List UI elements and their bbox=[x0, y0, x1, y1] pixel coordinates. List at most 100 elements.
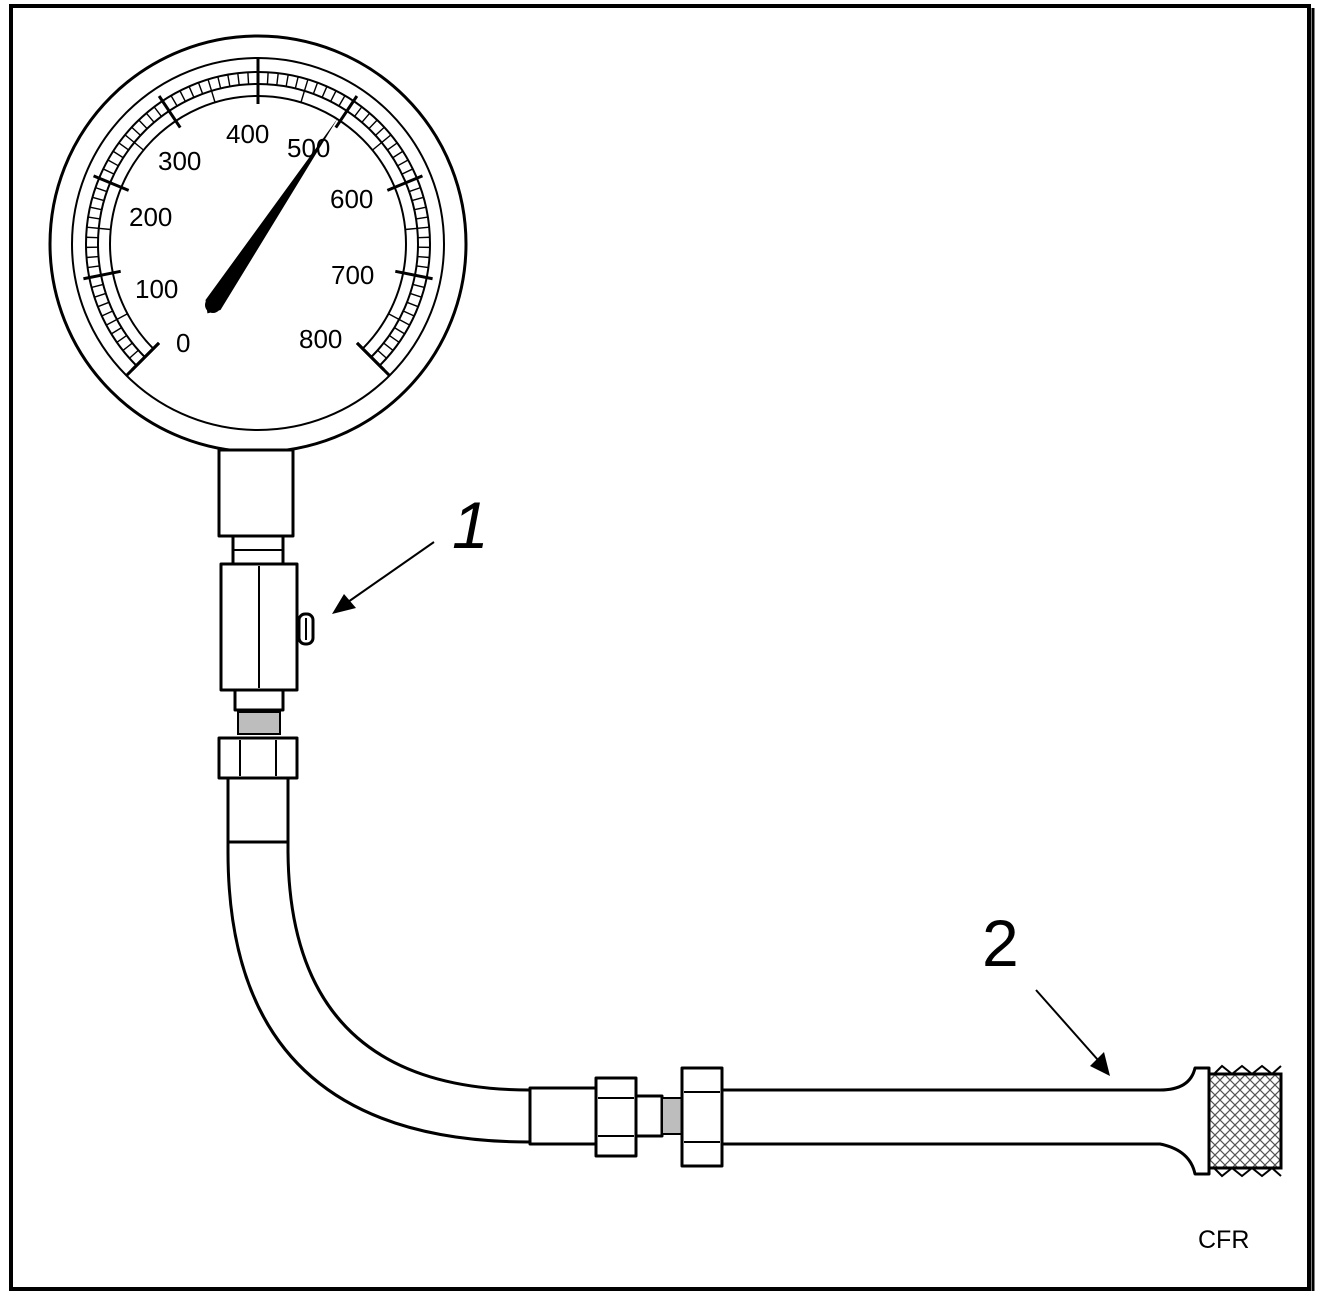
scale-tick-54 bbox=[375, 126, 385, 136]
scale-tick-28 bbox=[145, 112, 155, 123]
scale-tick-47 bbox=[321, 86, 328, 98]
scale-tick-50 bbox=[334, 95, 359, 129]
scale-tick-12 bbox=[86, 255, 99, 259]
scale-tick-60 bbox=[386, 174, 424, 192]
scale-tick-59 bbox=[401, 168, 414, 175]
callout-1: 1 bbox=[332, 488, 489, 614]
scale-tick-76 bbox=[394, 327, 406, 335]
scale-tick-79 bbox=[377, 349, 388, 359]
scale-tick-33 bbox=[188, 86, 195, 98]
gauge-stem-fittings bbox=[217, 448, 315, 844]
nipple-fitting bbox=[233, 688, 285, 712]
scale-label-500: 500 bbox=[287, 133, 330, 163]
scale-tick-69 bbox=[416, 265, 429, 269]
callout-1-label: 1 bbox=[452, 488, 489, 562]
scale-tick-53 bbox=[368, 119, 378, 130]
scale-tick-48 bbox=[330, 90, 337, 102]
scale-tick-18 bbox=[92, 196, 105, 202]
scale-tick-46 bbox=[312, 82, 319, 95]
scale-end-1 bbox=[355, 341, 391, 377]
scale-tick-62 bbox=[411, 196, 424, 202]
scale-tick-58 bbox=[397, 159, 409, 167]
scale-tick-4 bbox=[110, 327, 122, 335]
callout-2: 2 bbox=[982, 906, 1110, 1076]
scale-tick-64 bbox=[415, 216, 428, 220]
upper-hose-ferrule bbox=[226, 776, 290, 844]
scale-tick-57 bbox=[392, 150, 404, 159]
scale-tick-42 bbox=[276, 73, 279, 86]
scale-tick-8 bbox=[94, 292, 107, 298]
scale-tick-27 bbox=[138, 119, 148, 130]
scale-tick-56 bbox=[387, 142, 398, 151]
adapter-thread bbox=[1207, 1072, 1283, 1170]
scale-tick-72 bbox=[409, 292, 422, 298]
spark-plug-adapter-tube bbox=[720, 1066, 1211, 1176]
scale-label-0: 0 bbox=[176, 328, 190, 358]
scale-tick-61 bbox=[408, 186, 421, 193]
scale-tick-43 bbox=[285, 74, 289, 87]
scale-tick-32 bbox=[179, 90, 186, 102]
scale-tick-65 bbox=[405, 226, 430, 231]
scale-label-700: 700 bbox=[331, 260, 374, 290]
callout-2-label: 2 bbox=[982, 906, 1019, 980]
figure-code: CFR bbox=[1198, 1226, 1249, 1254]
scale-tick-15 bbox=[86, 226, 111, 231]
scale-tick-71 bbox=[412, 283, 425, 289]
scale-tick-75 bbox=[388, 313, 411, 326]
scale-tick-41 bbox=[266, 72, 269, 85]
scale-tick-70 bbox=[395, 269, 433, 281]
lower-hex-nut bbox=[594, 1076, 638, 1158]
scale-tick-10 bbox=[83, 269, 121, 281]
scale-tick-44 bbox=[294, 76, 299, 89]
scale-tick-11 bbox=[87, 265, 100, 269]
scale-end-0 bbox=[125, 341, 161, 377]
scale-label-800: 800 bbox=[299, 324, 342, 354]
scale-label-200: 200 bbox=[129, 202, 172, 232]
gauge-scale-ticks bbox=[83, 58, 433, 377]
lower-nipple bbox=[634, 1094, 664, 1138]
scale-tick-74 bbox=[403, 310, 415, 317]
upper-hose-nut bbox=[217, 736, 299, 780]
scale-tick-7 bbox=[97, 301, 110, 308]
scale-tick-39 bbox=[247, 72, 250, 85]
scale-tick-16 bbox=[88, 216, 101, 220]
scale-label-300: 300 bbox=[158, 146, 201, 176]
scale-tick-20 bbox=[92, 174, 130, 192]
scale-tick-30 bbox=[157, 95, 182, 129]
scale-tick-22 bbox=[107, 159, 119, 167]
needle-hub bbox=[205, 297, 221, 313]
scale-tick-9 bbox=[91, 283, 104, 289]
nipple-fitting-gray bbox=[237, 711, 281, 735]
gauge-scale-labels: 0 100 200 300 400 500 600 700 800 bbox=[129, 119, 374, 358]
scale-tick-24 bbox=[118, 142, 129, 151]
scale-tick-23 bbox=[112, 150, 124, 159]
lower-nipple-gray bbox=[661, 1097, 683, 1135]
needle-pointer bbox=[205, 117, 339, 314]
adapter-nut bbox=[680, 1066, 724, 1168]
scale-tick-26 bbox=[131, 126, 141, 136]
scale-label-400: 400 bbox=[226, 119, 269, 149]
scale-tick-45 bbox=[300, 79, 309, 103]
scale-tick-51 bbox=[354, 106, 363, 117]
scale-tick-19 bbox=[95, 186, 108, 193]
figure-frame bbox=[9, 4, 1311, 1291]
scale-tick-49 bbox=[338, 95, 346, 107]
flexible-hose bbox=[226, 840, 532, 1144]
scale-tick-38 bbox=[237, 73, 240, 86]
scale-tick-73 bbox=[406, 301, 419, 308]
gauge-stem bbox=[217, 448, 295, 538]
scale-tick-36 bbox=[217, 76, 222, 89]
scale-tick-35 bbox=[207, 79, 216, 103]
scale-label-100: 100 bbox=[135, 274, 178, 304]
scale-tick-6 bbox=[101, 310, 113, 317]
scale-tick-29 bbox=[153, 106, 162, 117]
scale-tick-63 bbox=[414, 206, 427, 211]
scale-tick-34 bbox=[197, 82, 204, 95]
scale-tick-3 bbox=[116, 334, 128, 343]
scale-tick-1 bbox=[128, 349, 139, 359]
scale-tick-31 bbox=[170, 95, 178, 107]
scale-tick-52 bbox=[361, 112, 371, 123]
scale-tick-25 bbox=[124, 134, 145, 151]
scale-tick-37 bbox=[227, 74, 231, 87]
